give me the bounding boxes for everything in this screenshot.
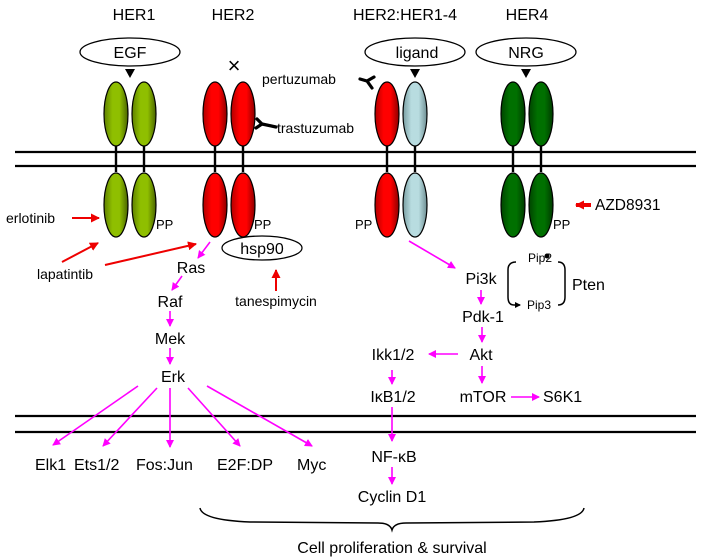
her1-monomer-b-kinase-domain xyxy=(131,172,157,238)
node-pdk1: Pdk-1 xyxy=(462,309,504,326)
svg-text:hsp90: hsp90 xyxy=(240,241,284,258)
her1-monomer-b xyxy=(131,81,157,238)
outcome-brace xyxy=(199,507,585,533)
node-mek: Mek xyxy=(155,331,186,348)
drug-trastuzumab: trastuzumab xyxy=(277,120,354,136)
her2-partner-monomer-her1-4 xyxy=(402,81,428,238)
plasma-membrane xyxy=(15,150,696,168)
tf-fos-jun: Fos:Jun xyxy=(136,457,193,474)
her4-monomer-a-kinase-domain xyxy=(500,172,526,238)
phospho-label-her4: PP xyxy=(553,217,570,232)
pip2-dot xyxy=(544,253,550,259)
ligand-binding-triangle-her2-her1-4 xyxy=(410,69,420,78)
tf-elk1: Elk1 xyxy=(35,457,66,474)
drug-erlotinib: erlotinib xyxy=(6,210,55,226)
phospho-label-her1: PP xyxy=(156,217,173,232)
node-erk: Erk xyxy=(161,369,186,386)
node-ikk1-2: Ikk1/2 xyxy=(372,347,415,364)
drug-lapatinib: lapatintib xyxy=(37,266,93,282)
tf-e2f-dp: E2F:DP xyxy=(217,457,273,474)
her4-monomer-a xyxy=(500,81,526,238)
no-ligand-cross-icon: × xyxy=(228,53,241,78)
her2-monomer-a xyxy=(202,81,228,238)
her2-monomer-a-extracellular-domain xyxy=(202,81,228,147)
arrow-receptor-to-pi3k xyxy=(408,240,456,269)
her2-monomer-b-extracellular-domain xyxy=(230,81,256,147)
node-ras: Ras xyxy=(177,260,205,277)
node-cyclin-d1: Cyclin D1 xyxy=(358,489,427,506)
svg-text:EGF: EGF xyxy=(114,45,147,62)
her2-partner-monomer-her1-4-extracellular-domain xyxy=(402,81,428,147)
arrow-erk-to-myc xyxy=(206,385,313,447)
her1-monomer-a-extracellular-domain xyxy=(103,81,129,147)
her2-monomer-b-kinase-domain xyxy=(230,172,256,238)
her4-monomer-b-kinase-domain xyxy=(528,172,554,238)
svg-text:ligand: ligand xyxy=(396,45,439,62)
her4-monomer-b xyxy=(528,81,554,238)
antibody-pertuzumab-icon xyxy=(358,75,376,90)
her1-monomer-a-kinase-domain xyxy=(103,172,129,238)
node-mtor: mTOR xyxy=(460,389,507,406)
phospho-label-her2: PP xyxy=(254,217,271,232)
receptor-label-her2-her1-4: HER2:HER1-4 xyxy=(353,7,457,24)
her2-partner-monomer-her1-4-kinase-domain xyxy=(402,172,428,238)
ligand-binding-triangle-her4 xyxy=(521,69,531,78)
receptor-label-her2: HER2 xyxy=(212,7,255,24)
drug-tanespimycin: tanespimycin xyxy=(235,293,317,309)
svg-text:NRG: NRG xyxy=(508,45,544,62)
her2-partner-monomer-her2 xyxy=(374,81,400,238)
node-pip2: Pip2 xyxy=(528,251,552,265)
her1-monomer-a xyxy=(103,81,129,238)
phospho-label-her2-her1-4: PP xyxy=(355,217,372,232)
ligand-binding-triangle-her1 xyxy=(125,69,135,78)
outcome-label: Cell proliferation & survival xyxy=(297,540,486,557)
node-pi3k: Pi3k xyxy=(465,271,497,288)
her1-monomer-b-extracellular-domain xyxy=(131,81,157,147)
arrow-erk-to-e2f xyxy=(187,387,241,447)
lapatinib-arrow-her1 xyxy=(61,242,99,263)
nuclear-membrane xyxy=(15,414,696,434)
node-pten: Pten xyxy=(572,277,605,294)
ligand-egf: EGF xyxy=(79,37,181,67)
drug-pertuzumab: pertuzumab xyxy=(262,71,336,87)
tf-myc: Myc xyxy=(297,457,326,474)
node-nfkb: NF-κB xyxy=(371,449,416,466)
receptor-dimers xyxy=(103,81,554,238)
arrow-her2-to-ras xyxy=(197,241,211,259)
her4-monomer-b-extracellular-domain xyxy=(528,81,554,147)
node-pip3: Pip3 xyxy=(527,298,551,312)
node-akt: Akt xyxy=(469,347,493,364)
drug-azd8931: AZD8931 xyxy=(595,197,660,214)
pip-cycle-bracket-right xyxy=(557,261,566,306)
node-s6k1: S6K1 xyxy=(543,389,582,406)
her2-monomer-a-kinase-domain xyxy=(202,172,228,238)
node-raf: Raf xyxy=(158,294,183,311)
arrow-ras-to-raf xyxy=(171,275,183,291)
ligand-nrg: NRG xyxy=(475,37,577,67)
chaperone-hsp90: hsp90 xyxy=(221,235,303,261)
node-ikb1-2: IκB1/2 xyxy=(370,389,415,406)
receptor-label-her1: HER1 xyxy=(113,7,156,24)
ligand-generic: ligand xyxy=(364,37,466,67)
receptor-label-her4: HER4 xyxy=(506,7,549,24)
her2-partner-monomer-her2-extracellular-domain xyxy=(374,81,400,147)
tf-ets1-2: Ets1/2 xyxy=(74,457,119,474)
her2-monomer-b xyxy=(230,81,256,238)
her4-monomer-a-extracellular-domain xyxy=(500,81,526,147)
her2-partner-monomer-her2-kinase-domain xyxy=(374,172,400,238)
lapatinib-arrow-her2 xyxy=(104,241,197,266)
arrow-erk-to-ets xyxy=(102,387,158,447)
arrow-erk-to-elk1 xyxy=(52,385,139,446)
antibody-trastuzumab-icon xyxy=(254,117,278,130)
pip-cycle-bracket-left xyxy=(507,261,517,306)
